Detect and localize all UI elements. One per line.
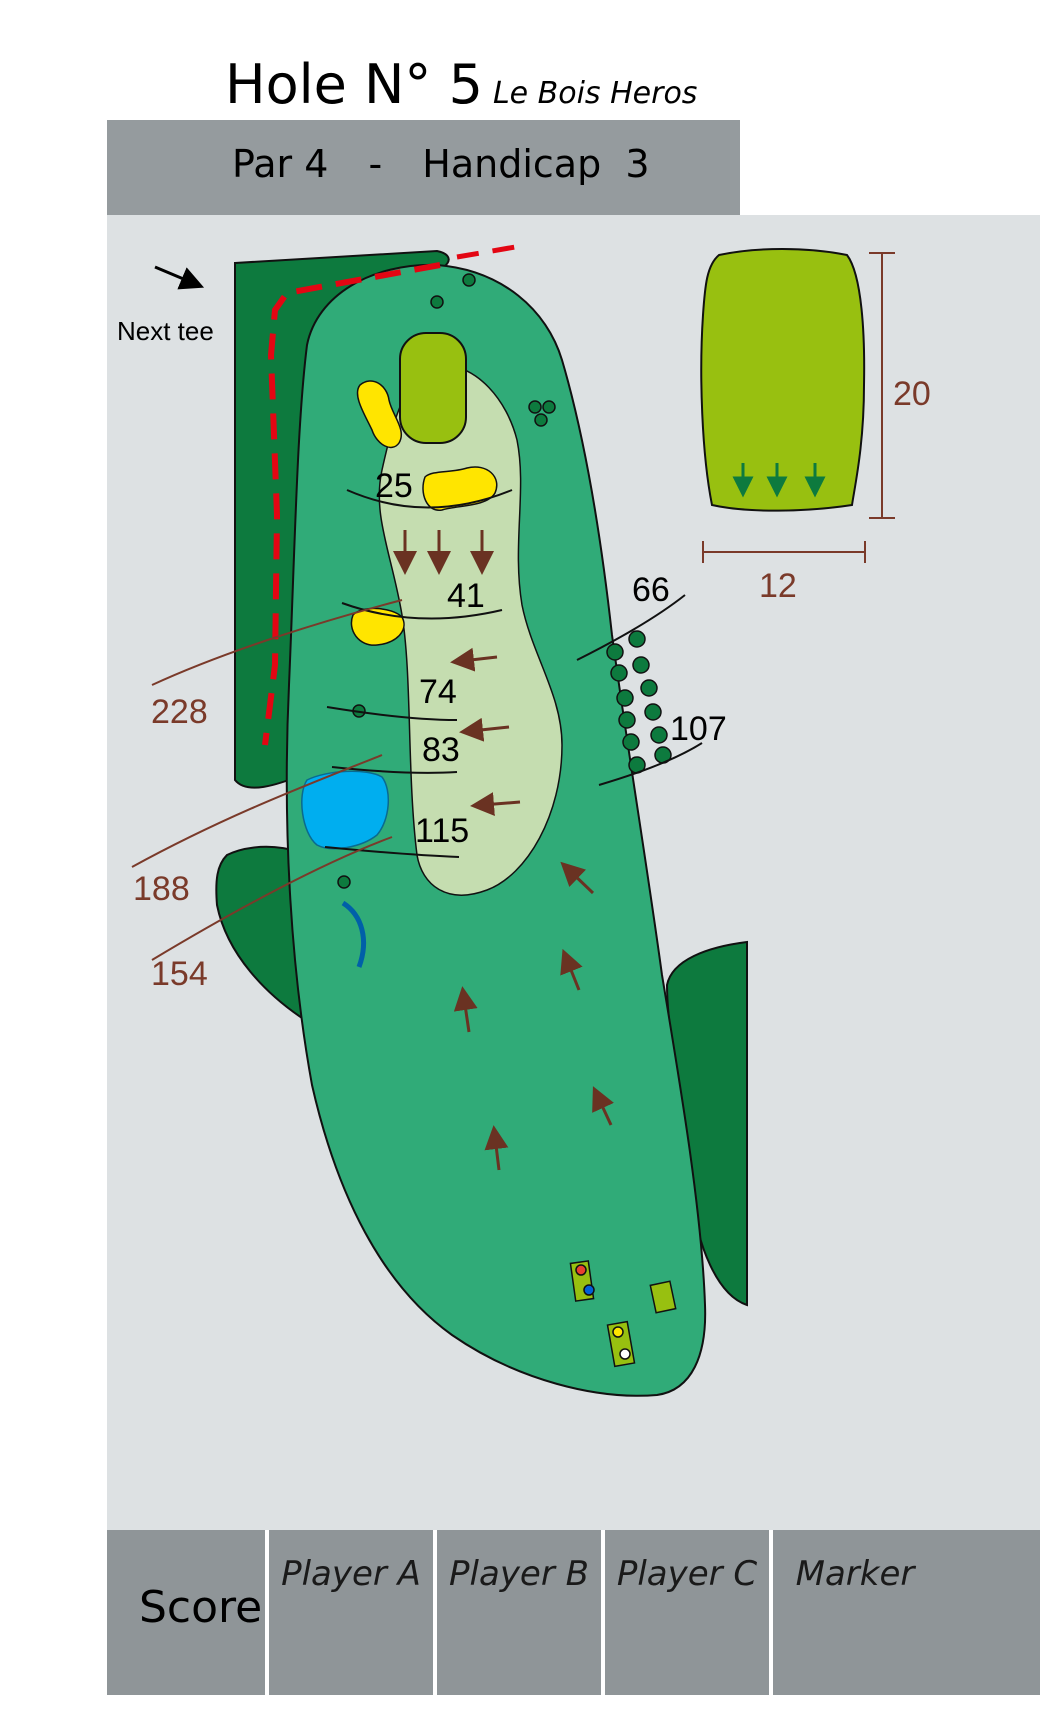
distance-label-66: 66 — [632, 571, 670, 609]
distance-label-107: 107 — [670, 710, 727, 748]
score-cell-player-b[interactable]: Player B — [437, 1530, 601, 1695]
player-c-header: Player C — [616, 1554, 758, 1594]
score-cell-player-a[interactable]: Player A — [269, 1530, 433, 1695]
tree — [534, 413, 548, 427]
distance-label-115: 115 — [415, 812, 469, 850]
yardage-marker-arc — [341, 900, 367, 968]
marker-header: Marker — [795, 1554, 915, 1594]
water-hazard — [301, 770, 390, 850]
distance-label-74: 74 — [419, 673, 457, 711]
green-detail — [700, 248, 866, 512]
hole-diagram: Next tee 25 41 74 83 115 66 107 228 188 … — [117, 242, 931, 1397]
player-a-header: Player A — [281, 1554, 421, 1594]
score-row-label-cell: Score — [107, 1530, 265, 1695]
bunker-left-upper — [356, 380, 402, 449]
player-b-header: Player B — [449, 1554, 589, 1594]
tee-boxes — [569, 1260, 677, 1368]
green — [399, 332, 467, 444]
hole-map: Next tee 25 41 74 83 115 66 107 228 188 … — [107, 215, 1040, 1530]
distance-label-41: 41 — [447, 577, 485, 615]
par-handicap-bar: Par 4 - Handicap 3 — [107, 120, 740, 215]
green-width-label: 12 — [759, 567, 797, 605]
hole-title: Hole N° 5 Le Bois Heros — [225, 53, 697, 116]
distance-label-25: 25 — [375, 467, 413, 505]
par-separator: - — [368, 142, 383, 186]
handicap-value: Handicap 3 — [422, 142, 650, 186]
distance-label-154: 154 — [151, 955, 208, 993]
par-value: Par 4 — [232, 142, 329, 186]
hole-number-title: Hole N° 5 — [225, 53, 483, 116]
tree — [337, 875, 351, 889]
distance-label-188: 188 — [133, 870, 190, 908]
hole-card: Hole N° 5 Le Bois Heros Par 4 - Handicap … — [107, 35, 1040, 1695]
scorecard: Score Player A Player B Player C Marker — [107, 1530, 1040, 1695]
hole-name: Le Bois Heros — [492, 76, 698, 111]
green-length-label: 20 — [893, 375, 931, 413]
tree — [528, 400, 542, 414]
tree — [430, 295, 444, 309]
next-tee-label: Next tee — [117, 316, 214, 346]
score-cell-marker[interactable]: Marker — [773, 1530, 1040, 1695]
out-of-bounds-line-top — [456, 242, 528, 260]
score-label: Score — [139, 1582, 263, 1633]
tree-cluster-right — [606, 630, 672, 774]
score-cell-player-c[interactable]: Player C — [605, 1530, 769, 1695]
distance-label-228: 228 — [151, 693, 208, 731]
next-tee-arrow — [154, 265, 205, 290]
bunker-left-lower — [350, 607, 405, 646]
out-of-bounds-line — [262, 262, 441, 746]
tree — [542, 400, 556, 414]
distance-label-83: 83 — [422, 731, 460, 769]
tree — [462, 273, 476, 287]
